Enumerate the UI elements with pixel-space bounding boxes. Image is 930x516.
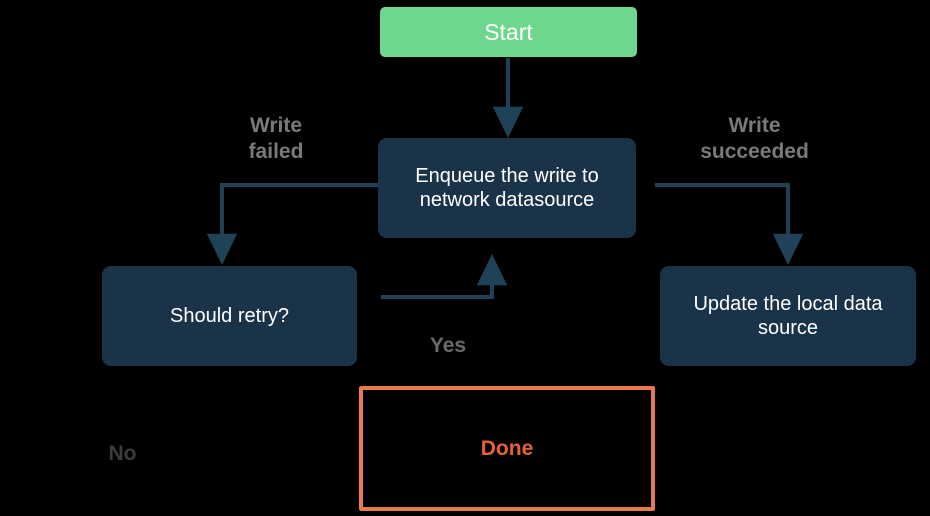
node-enqueue-write-label: Enqueue the write to network datasource	[415, 164, 599, 211]
node-start[interactable]: Start	[380, 7, 637, 57]
edge-label-write-succeeded: Write succeeded	[700, 114, 809, 163]
edge-label-write-failed: Write failed	[248, 114, 304, 163]
node-start-label: Start	[484, 18, 533, 45]
node-enqueue-write[interactable]: Enqueue the write to network datasource	[378, 138, 636, 238]
node-done-label: Done	[480, 436, 534, 460]
edge-label-yes: Yes	[429, 334, 467, 357]
node-should-retry-label: Should retry?	[170, 304, 289, 327]
node-update-local-data-source-label: Update the local data source	[693, 292, 883, 339]
node-done[interactable]: Done	[359, 386, 655, 511]
edge-label-no: No	[108, 442, 137, 465]
edge-retry-to-enqueue	[381, 253, 508, 299]
node-update-local-data-source[interactable]: Update the local data source	[660, 266, 916, 366]
node-should-retry[interactable]: Should retry?	[102, 266, 357, 366]
edge-enqueue-to-retry	[206, 183, 378, 266]
edge-enqueue-to-update	[655, 183, 804, 266]
